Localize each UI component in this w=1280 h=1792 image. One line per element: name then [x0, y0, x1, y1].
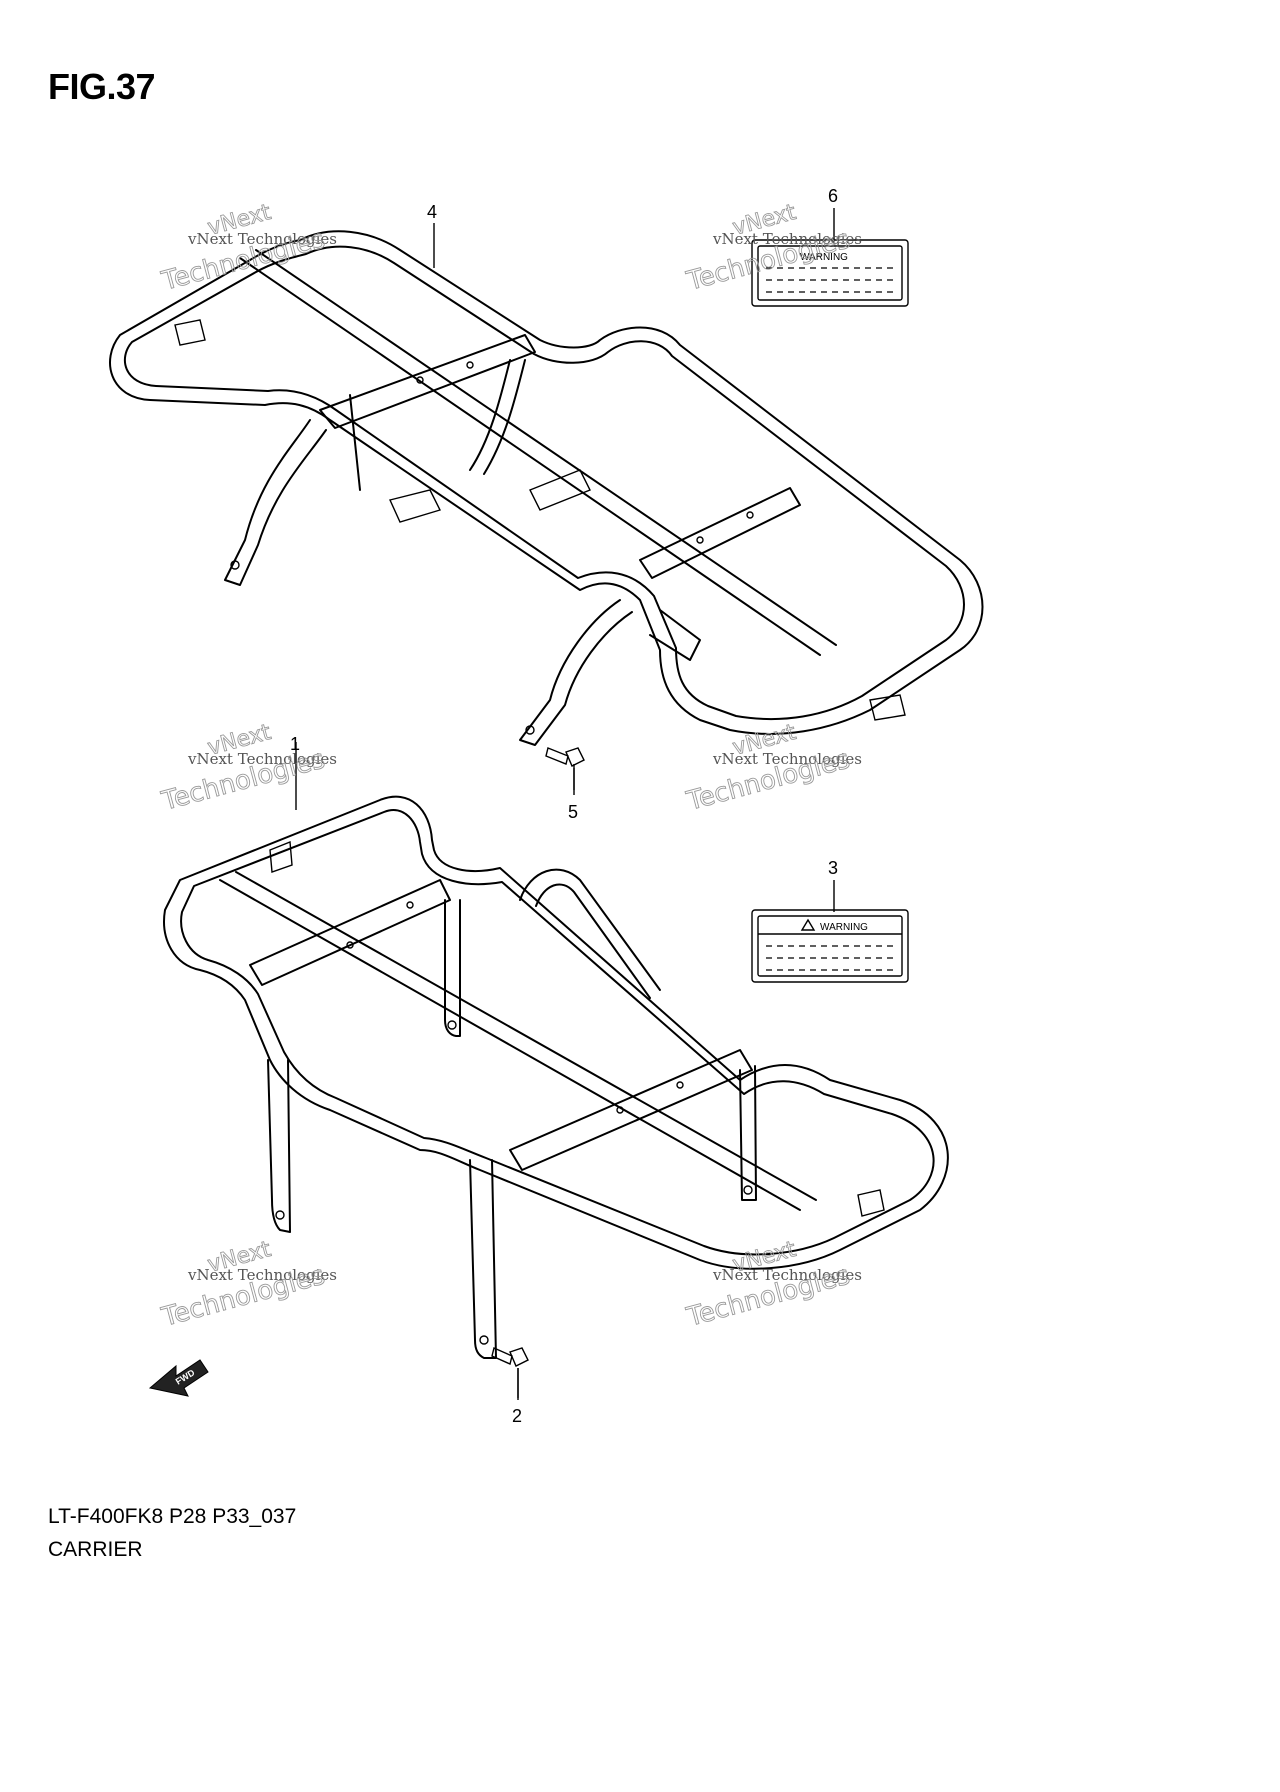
- svg-text:vNext Technologies: vNext Technologies: [187, 1266, 337, 1284]
- model-code: LT-F400FK8 P28 P33_037: [48, 1505, 297, 1528]
- callout-1: 1: [290, 734, 300, 754]
- figure-title: FIG.37: [48, 66, 156, 107]
- watermark-top-right: vNext vNext Technologies Technologies: [683, 199, 862, 297]
- svg-text:vNext Technologies: vNext Technologies: [712, 750, 862, 768]
- warning-label-3[interactable]: [751, 909, 909, 983]
- warning-label-3-text: WARNING: [820, 922, 868, 933]
- callout-6: 6: [828, 186, 838, 206]
- fwd-arrow-icon: [148, 1359, 209, 1397]
- callout-3: 3: [828, 858, 838, 878]
- callout-5: 5: [568, 802, 578, 822]
- callout-4: 4: [427, 202, 437, 222]
- watermark-mid-right: vNext vNext Technologies Technologies: [683, 719, 862, 817]
- watermark-top-left: vNext vNext Technologies Technologies: [158, 199, 337, 297]
- warning-label-6-text: WARNING: [800, 252, 848, 263]
- callout-2: 2: [512, 1406, 522, 1426]
- watermark-bottom-left: vNext vNext Technologies Technologies: [158, 1236, 337, 1333]
- bolt-2[interactable]: [491, 1347, 529, 1400]
- svg-text:vNext Technologies: vNext Technologies: [712, 1266, 862, 1284]
- svg-text:vNext Technologies: vNext Technologies: [187, 750, 337, 768]
- front-carrier[interactable]: [163, 795, 949, 1359]
- figure-caption: CARRIER: [48, 1538, 143, 1561]
- warning-label-6[interactable]: [751, 239, 909, 307]
- watermark-mid-left: vNext vNext Technologies Technologies: [158, 719, 337, 817]
- svg-text:vNext Technologies: vNext Technologies: [187, 230, 337, 248]
- bolt-5[interactable]: [545, 747, 585, 795]
- warning-triangle-icon: [800, 918, 816, 931]
- rear-carrier[interactable]: [109, 230, 984, 746]
- svg-text:vNext Technologies: vNext Technologies: [712, 230, 862, 248]
